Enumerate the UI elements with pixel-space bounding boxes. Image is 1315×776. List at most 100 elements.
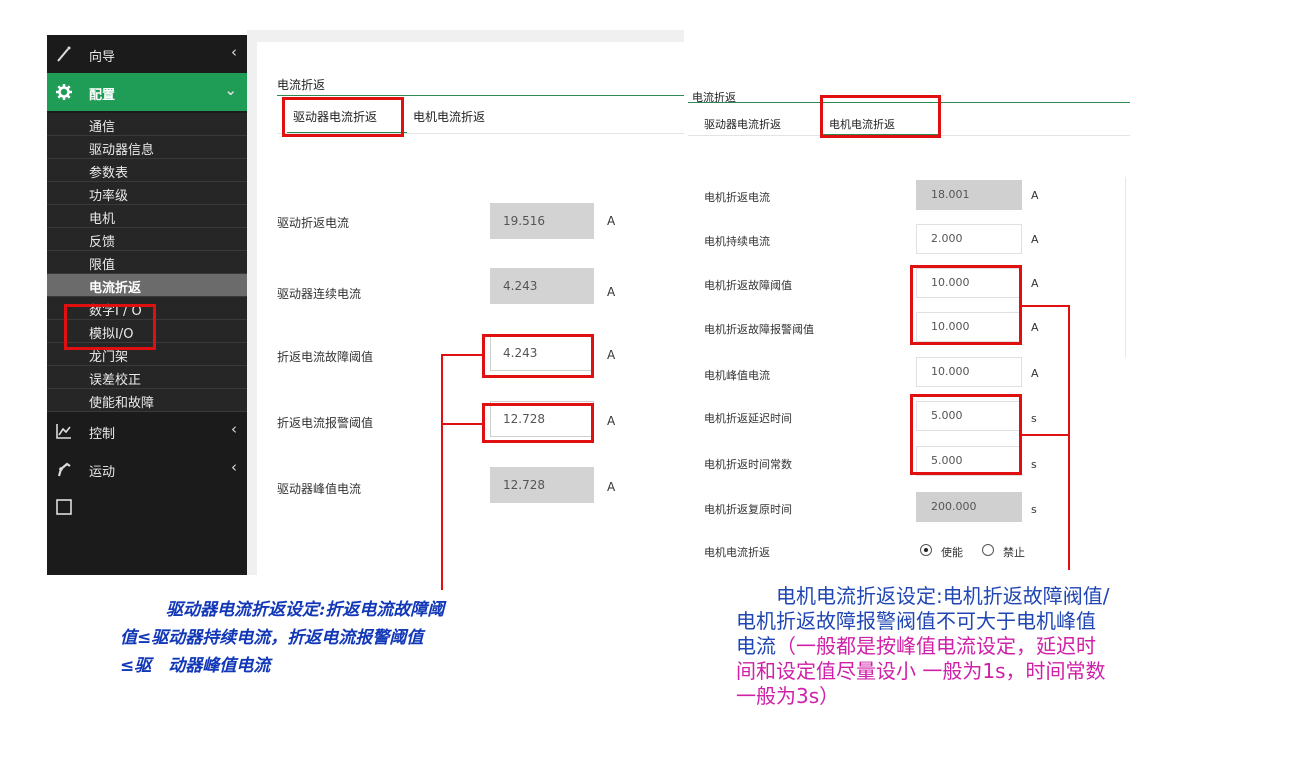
section-divider — [277, 95, 684, 96]
drive-continuous-current-input[interactable]: 4.243 — [490, 268, 594, 304]
nav-item-guide[interactable]: 向导 ‹ — [47, 35, 247, 73]
chevron-left-icon: ‹ — [231, 43, 237, 61]
chevron-left-icon: ‹ — [231, 458, 237, 476]
highlight-sidebar-selected — [64, 304, 156, 350]
nav-item-cut-off — [47, 488, 247, 526]
note-line: （一般都是按峰值电流设定，延迟时 — [776, 634, 1096, 658]
radio-dot — [924, 548, 928, 552]
highlight-motor-times — [910, 394, 1022, 475]
connector-line — [1022, 305, 1070, 307]
radio-enable[interactable] — [920, 544, 932, 556]
radio-disable[interactable] — [982, 544, 994, 556]
label-motor-delay-time: 电机折返延迟时间 — [704, 412, 792, 425]
label-foldback-warning-threshold: 折返电流报警阈值 — [277, 416, 374, 430]
unit-a: A — [1031, 189, 1039, 202]
label-foldback-fault-threshold: 折返电流故障阈值 — [277, 350, 374, 364]
unit-s: s — [1031, 503, 1037, 516]
highlight-motor-tab — [820, 95, 941, 138]
sidebar-item-comm[interactable]: 通信 — [47, 113, 247, 136]
label-motor-time-constant: 电机折返时间常数 — [704, 458, 792, 471]
label-motor-continuous-current: 电机持续电流 — [704, 235, 770, 248]
section-divider — [688, 102, 1130, 103]
connector-line — [1068, 305, 1070, 570]
nav-label-motion: 运动 — [89, 465, 116, 480]
label-motor-recovery-time: 电机折返复原时间 — [704, 503, 792, 516]
note-line: 电流 — [736, 634, 776, 658]
chart-line-icon — [56, 424, 71, 439]
label-motor-current-foldback: 电机电流折返 — [704, 546, 770, 559]
highlight-motor-thresholds — [910, 265, 1022, 345]
label-drive-foldback-current: 驱动折返电流 — [277, 216, 350, 230]
sidebar-item-power-stage[interactable]: 功率级 — [47, 182, 247, 205]
grid-icon — [56, 499, 72, 515]
label-motor-warning-threshold: 电机折返故障报警阈值 — [704, 323, 814, 336]
radio-enable-label: 使能 — [941, 546, 963, 559]
tab-motor-foldback[interactable]: 电机电流折返 — [413, 110, 486, 124]
label-motor-foldback-current: 电机折返电流 — [704, 191, 770, 204]
sidebar-item-enable-fault[interactable]: 使能和故障 — [47, 389, 247, 412]
sidebar-item-feedback[interactable]: 反馈 — [47, 228, 247, 251]
unit-s: s — [1031, 458, 1037, 471]
sidebar-item-limits[interactable]: 限值 — [47, 251, 247, 274]
unit-a: A — [607, 414, 616, 428]
motor-fault-threshold-input[interactable]: 10.000 — [916, 268, 1022, 298]
nav-item-config[interactable]: 配置 ⌄ — [47, 73, 247, 111]
highlight-warning-threshold — [482, 403, 594, 443]
label-motor-peak-current: 电机峰值电流 — [704, 369, 770, 382]
gear-icon — [56, 84, 72, 100]
nav-item-control[interactable]: 控制 ‹ — [47, 412, 247, 450]
motor-continuous-current-input[interactable]: 2.000 — [916, 224, 1022, 254]
sidebar-item-drive-info[interactable]: 驱动器信息 — [47, 136, 247, 159]
scroll-divider — [1125, 177, 1126, 357]
section-title: 电流折返 — [277, 78, 326, 92]
connector-line — [441, 423, 483, 425]
label-motor-fault-threshold: 电机折返故障阈值 — [704, 279, 792, 292]
sidebar-item-error-correction[interactable]: 误差校正 — [47, 366, 247, 389]
motor-foldback-current-input[interactable]: 18.001 — [916, 180, 1022, 210]
unit-a: A — [1031, 277, 1039, 290]
tab-drive-foldback[interactable]: 驱动器电流折返 — [704, 118, 781, 131]
sidebar: 向导 ‹ 配置 ⌄ 通信 驱动器信息 参数表 功率级 电机 反馈 限值 电流折返… — [47, 35, 247, 575]
radio-disable-label: 禁止 — [1003, 546, 1025, 559]
note-line: ≤驱 动器峰值电流 — [120, 656, 271, 676]
foldback-fault-threshold-input[interactable]: 4.243 — [490, 335, 594, 371]
highlight-active-tab — [282, 97, 404, 137]
drive-foldback-note: 驱动器电流折返设定:折返电流故障阈 值≤驱动器持续电流，折返电流报警阈值 ≤驱 … — [120, 596, 580, 680]
connector-line — [441, 354, 483, 356]
tab-underline — [277, 133, 684, 134]
motor-recovery-time-input[interactable]: 200.000 — [916, 492, 1022, 522]
unit-a: A — [1031, 233, 1039, 246]
note-line: 电机折返故障报警阀值不可大于电机峰值 — [736, 609, 1096, 633]
motor-warning-threshold-input[interactable]: 10.000 — [916, 312, 1022, 342]
unit-a: A — [1031, 321, 1039, 334]
drive-foldback-panel: 电流折返 驱动器电流折返 电机电流折返 驱动折返电流 19.516 A 驱动器连… — [247, 30, 684, 575]
robot-arm-icon — [57, 462, 71, 477]
nav-item-motion[interactable]: 运动 ‹ — [47, 450, 247, 488]
note-line: 电机电流折返设定:电机折返故障阀值/ — [776, 584, 1110, 608]
nav-label-config: 配置 — [89, 88, 116, 103]
unit-a: A — [607, 480, 616, 494]
nav-label-guide: 向导 — [89, 50, 116, 65]
chevron-down-icon: ⌄ — [224, 81, 237, 99]
unit-a: A — [607, 348, 616, 362]
connector-line — [441, 354, 443, 590]
note-line: 值≤驱动器持续电流，折返电流报警阈值 — [120, 628, 424, 648]
sidebar-item-current-foldback[interactable]: 电流折返 — [47, 274, 247, 297]
connector-line — [1022, 434, 1070, 436]
drive-peak-current-input[interactable]: 12.728 — [490, 467, 594, 503]
motor-foldback-note: 电机电流折返设定:电机折返故障阀值/ 电机折返故障报警阀值不可大于电机峰值 电流… — [736, 584, 1166, 709]
sidebar-item-param-table[interactable]: 参数表 — [47, 159, 247, 182]
label-drive-continuous-current: 驱动器连续电流 — [277, 287, 362, 301]
motor-peak-current-input[interactable]: 10.000 — [916, 357, 1022, 387]
motor-delay-time-input[interactable]: 5.000 — [916, 401, 1022, 431]
sidebar-item-digital-io[interactable]: 数字I / O — [47, 297, 247, 320]
sidebar-item-analog-io[interactable]: 模拟I/O — [47, 320, 247, 343]
section-title: 电流折返 — [692, 91, 736, 104]
nav-label-control: 控制 — [89, 427, 116, 442]
drive-foldback-current-input[interactable]: 19.516 — [490, 203, 594, 239]
magic-wand-icon — [57, 46, 71, 62]
unit-a: A — [607, 285, 616, 299]
unit-a: A — [1031, 367, 1039, 380]
sidebar-item-motor[interactable]: 电机 — [47, 205, 247, 228]
highlight-fault-threshold — [482, 334, 594, 378]
